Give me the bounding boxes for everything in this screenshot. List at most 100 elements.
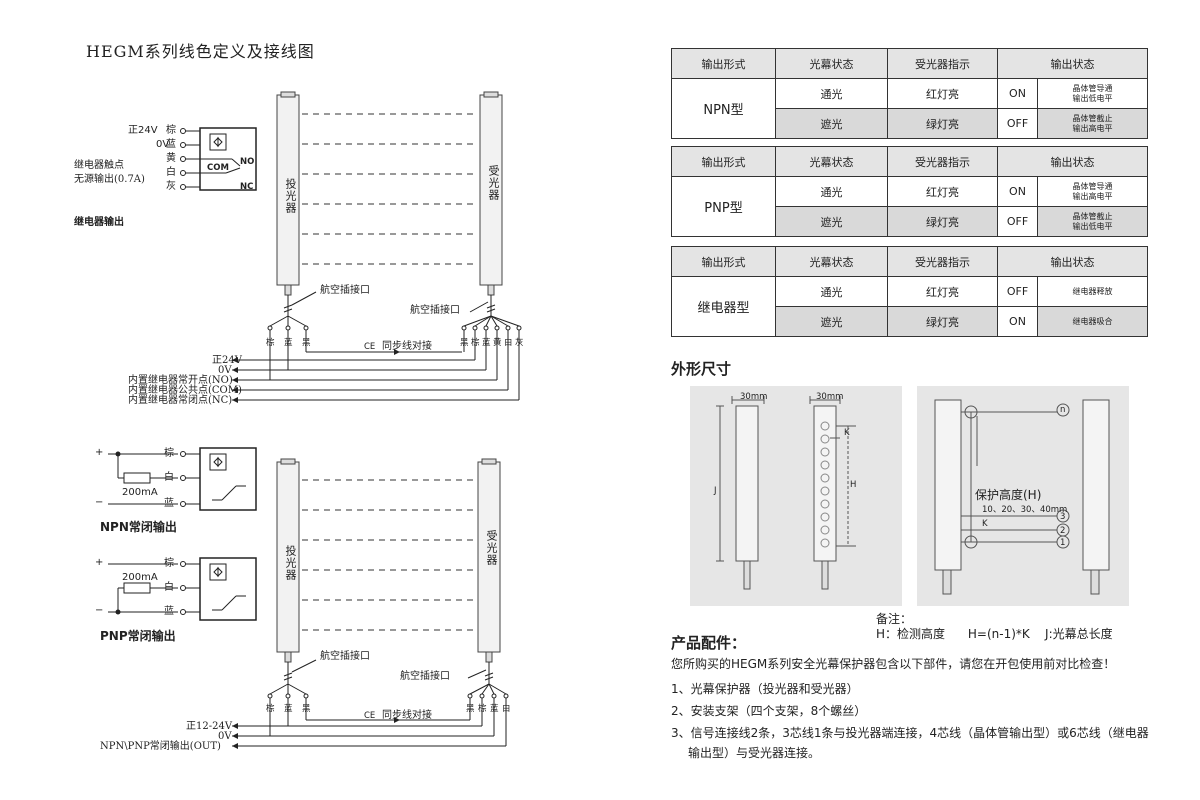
accessory-item-3: 3、信号连接线2条，3芯线1条与投光器端连接，4芯线（晶体管输出型）或6芯线（继… — [671, 726, 1149, 740]
output-desc-2: 输出高电平 — [1072, 123, 1113, 133]
output-desc-1: 继电器吸合 — [1037, 306, 1148, 337]
relay-nc-label: NC — [240, 182, 254, 192]
pnp-caption: PNP常闭输出 — [100, 629, 176, 643]
pnp-plus: + — [95, 557, 104, 568]
th-receiver-indicator: 受光器指示 — [887, 246, 998, 277]
relay-receiver-wire-4: 黄 — [493, 338, 502, 348]
dim-n-label: n — [1060, 405, 1066, 415]
accessories-title: 产品配件： — [671, 634, 747, 652]
npn-emitter-wire-3: 黑 — [302, 704, 311, 714]
notes-label: 备注： — [876, 612, 913, 626]
on-off: ON — [997, 306, 1038, 337]
curtain-state: 通光 — [775, 276, 888, 307]
relay-receiver-wire-6: 灰 — [515, 338, 524, 348]
relay-wire-yellow: 黄 — [166, 153, 176, 164]
curtain-state: 遮光 — [775, 306, 888, 337]
relay-sync-label: 同步线对接 — [382, 341, 432, 352]
relay-wire-brown: 棕 — [166, 125, 176, 136]
npn-emitter-wire-1: 棕 — [266, 704, 275, 714]
th-receiver-indicator: 受光器指示 — [887, 48, 998, 79]
npn-receiver-wire-1: 黑 — [466, 704, 475, 714]
dims-drawing-right — [917, 386, 1129, 606]
led-state: 绿灯亮 — [887, 306, 998, 337]
th-curtain-state: 光幕状态 — [775, 48, 888, 79]
on-off: OFF — [997, 276, 1038, 307]
npn-receiver-wire-4: 白 — [502, 704, 511, 714]
dim-protection-height: 保护高度(H) — [975, 488, 1042, 502]
accessory-item-3-cont: 输出型）与受光器连接。 — [688, 746, 821, 760]
curtain-state: 遮光 — [775, 206, 888, 237]
notes-text: H：检测高度 H=(n-1)*K J:光幕总长度 — [876, 627, 1113, 641]
output-desc-1: 继电器释放 — [1037, 276, 1148, 307]
th-output-state: 输出状态 — [997, 146, 1148, 177]
npn-out-signal: NPN\PNP常闭输出(OUT) — [100, 741, 221, 752]
dims-title: 外形尺寸 — [671, 360, 732, 378]
accessory-item-2: 2、安装支架（四个支架，8个螺丝） — [671, 704, 867, 718]
relay-emitter-wire-3: 黑 — [302, 338, 311, 348]
relay-receiver-plug-label: 航空插接口 — [410, 305, 460, 316]
dims-drawing-left — [690, 386, 902, 606]
pnp-minus: − — [95, 605, 104, 616]
npn-wire-white: 白 — [164, 472, 174, 483]
npn-emitter-label: 投光器 — [284, 545, 297, 581]
relay-out-24v: 正24V — [212, 355, 242, 366]
th-output-form: 输出形式 — [671, 246, 776, 277]
npn-emitter-wire-2: 蓝 — [284, 704, 293, 714]
output-desc-1: 晶体管导通 — [1072, 83, 1113, 93]
dim-k-label: K — [844, 428, 850, 438]
output-type: NPN型 — [671, 78, 776, 139]
npn-pnp-wiring-diagram — [108, 447, 509, 749]
npn-emitter-plug-label: 航空插接口 — [320, 651, 370, 662]
dim-j-label: J — [714, 486, 717, 496]
pnp-output-table: 输出形式 光幕状态 受光器指示 输出状态 PNP型 通光 红灯亮 ON 晶体管导… — [671, 146, 1148, 237]
relay-wire-grey: 灰 — [166, 181, 176, 192]
relay-wire-white: 白 — [166, 167, 176, 178]
relay-out-com: 内置继电器公共点(COM) — [128, 385, 242, 396]
accessory-item-1: 1、光幕保护器（投光器和受光器） — [671, 682, 859, 696]
npn-plus: + — [95, 447, 104, 458]
npn-out-0v: 0V — [218, 731, 232, 742]
relay-receiver-wire-3: 蓝 — [482, 338, 491, 348]
npn-receiver-wire-2: 棕 — [478, 704, 487, 714]
output-desc-2: 输出低电平 — [1072, 93, 1113, 103]
output-desc-1: 晶体管导通 — [1072, 181, 1113, 191]
th-receiver-indicator: 受光器指示 — [887, 146, 998, 177]
relay-contact-rating: 无源输出(0.7A) — [74, 174, 145, 185]
led-state: 绿灯亮 — [887, 108, 998, 139]
dim-k2-label: K — [982, 519, 988, 529]
led-state: 红灯亮 — [887, 276, 998, 307]
relay-wiring-diagram — [180, 91, 522, 403]
npn-sync-label: 同步线对接 — [382, 710, 432, 721]
relay-receiver-wire-1: 黑 — [460, 338, 469, 348]
dim-num-3: 3 — [1060, 512, 1066, 522]
on-off: ON — [997, 176, 1038, 207]
on-off: OFF — [997, 206, 1038, 237]
npn-current-label: 200mA — [122, 487, 158, 498]
relay-com-label: COM — [207, 163, 229, 173]
curtain-state: 通光 — [775, 78, 888, 109]
dim-steps: 10、20、30、40mm — [982, 505, 1068, 515]
th-curtain-state: 光幕状态 — [775, 246, 888, 277]
output-desc-1: 晶体管截止 — [1072, 113, 1113, 123]
output-desc-2: 输出高电平 — [1072, 191, 1113, 201]
relay-wire-blue: 蓝 — [166, 139, 176, 150]
dim-num-1: 1 — [1060, 538, 1066, 548]
relay-receiver-label: 受光器 — [487, 165, 500, 201]
npn-wire-blue: 蓝 — [164, 498, 174, 509]
dim-width-a: 30mm — [740, 392, 768, 402]
relay-output-table: 输出形式 光幕状态 受光器指示 输出状态 继电器型 通光 红灯亮 OFF 继电器… — [671, 246, 1148, 337]
th-output-state: 输出状态 — [997, 48, 1148, 79]
relay-out-no: 内置继电器常开点(NO) — [128, 375, 233, 386]
relay-24v-label: 正24V — [128, 125, 158, 136]
relay-emitter-plug-label: 航空插接口 — [320, 285, 370, 296]
pnp-wire-white: 白 — [164, 582, 174, 593]
th-output-state: 输出状态 — [997, 246, 1148, 277]
led-state: 红灯亮 — [887, 78, 998, 109]
npn-wire-brown: 棕 — [164, 448, 174, 459]
relay-emitter-wire-1: 棕 — [266, 338, 275, 348]
on-off: OFF — [997, 108, 1038, 139]
relay-output-caption: 继电器输出 — [74, 217, 124, 228]
pnp-current-label: 200mA — [122, 572, 158, 583]
page-title: HEGM系列线色定义及接线图 — [86, 42, 315, 61]
relay-no-label: NO — [240, 157, 255, 167]
